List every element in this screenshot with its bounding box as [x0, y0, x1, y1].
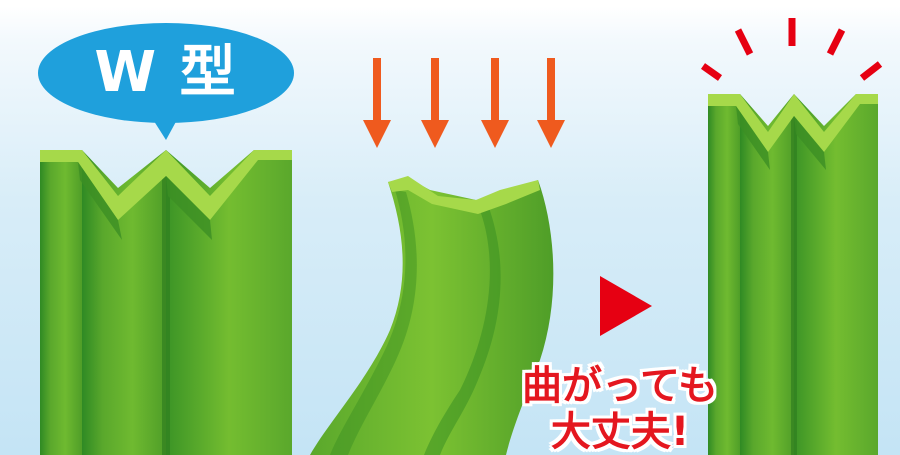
impact-burst-icon — [700, 18, 883, 81]
bent-stake — [310, 176, 554, 455]
bubble-label: W 型 — [94, 40, 238, 105]
caption-line-1: 曲がっても — [522, 363, 718, 409]
down-arrow-icon — [481, 58, 509, 148]
caption-line-2: 大丈夫! — [550, 409, 690, 455]
w-stake-left — [40, 150, 292, 455]
down-arrow-icon — [537, 58, 565, 148]
speech-bubble-icon — [38, 23, 294, 140]
w-stake-right — [708, 94, 878, 455]
down-arrow-icon — [363, 58, 391, 148]
down-arrow-icon — [421, 58, 449, 148]
play-triangle-icon — [600, 276, 652, 336]
